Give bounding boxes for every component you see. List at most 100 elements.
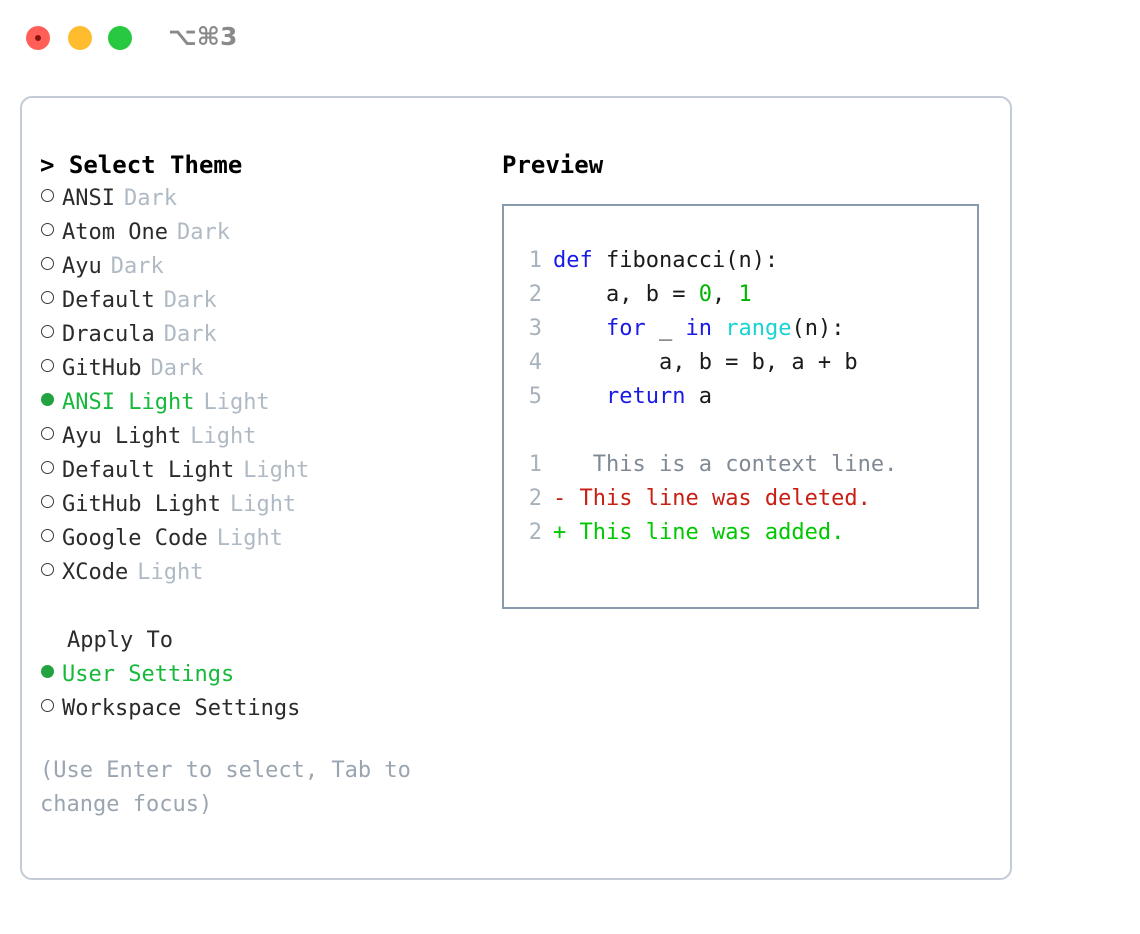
diff-line-number: 1 bbox=[528, 452, 542, 477]
theme-option-name: Google Code bbox=[62, 526, 208, 551]
theme-option[interactable]: Ayu Dark bbox=[40, 250, 500, 284]
theme-option-variant-tag: Dark bbox=[110, 254, 164, 279]
code-token: _ bbox=[645, 316, 686, 341]
apply-to-option-label: User Settings bbox=[62, 662, 235, 687]
code-token: a, b = b, a + b bbox=[553, 350, 858, 375]
diff-line-context: 1 This is a context line. bbox=[520, 448, 977, 482]
code-token bbox=[553, 316, 606, 341]
code-line-text: return a bbox=[553, 380, 712, 414]
code-line-text: for _ in range(n): bbox=[553, 312, 844, 346]
theme-option-variant-tag: Dark bbox=[176, 220, 230, 245]
theme-option[interactable]: Ayu Light Light bbox=[40, 420, 500, 454]
theme-option-variant-tag: Dark bbox=[163, 322, 217, 347]
code-token: a bbox=[685, 384, 712, 409]
code-line-text: a, b = 0, 1 bbox=[553, 278, 752, 312]
theme-option-variant-tag: Light bbox=[203, 390, 270, 415]
theme-option-name: Default bbox=[62, 288, 155, 313]
diff-marker: - bbox=[553, 486, 567, 511]
theme-option[interactable]: Default Light Light bbox=[40, 454, 500, 488]
theme-option-variant-tag: Dark bbox=[150, 356, 204, 381]
code-token: a, b = bbox=[553, 282, 699, 307]
theme-option-variant-tag: Dark bbox=[123, 186, 177, 211]
diff-marker bbox=[553, 448, 566, 482]
code-line: 4 a, b = b, a + b bbox=[520, 346, 977, 380]
theme-option[interactable]: Atom One Dark bbox=[40, 216, 500, 250]
code-token: return bbox=[605, 384, 686, 409]
code-token: def bbox=[553, 248, 593, 273]
code-token: 1 bbox=[738, 282, 752, 307]
title-bar: ⌥⌘3 bbox=[0, 0, 1140, 78]
code-line-number: 5 bbox=[528, 384, 542, 409]
code-line-number: 4 bbox=[528, 350, 542, 375]
apply-to-option-label: Workspace Settings bbox=[62, 696, 301, 721]
code-token: for bbox=[605, 316, 646, 341]
code-line-number: 3 bbox=[528, 316, 542, 341]
theme-option[interactable]: XCode Light bbox=[40, 556, 500, 590]
theme-option[interactable]: ANSI Dark bbox=[40, 182, 500, 216]
code-line-number: 2 bbox=[528, 282, 542, 307]
code-token: (n): bbox=[791, 316, 845, 341]
diff-sample: 1 This is a context line.2- This line wa… bbox=[520, 448, 977, 550]
apply-to-heading: Apply To bbox=[67, 628, 173, 653]
code-token: , bbox=[711, 282, 739, 307]
diff-marker: + bbox=[553, 520, 567, 545]
theme-option-name: ANSI bbox=[62, 186, 115, 211]
theme-option[interactable]: Default Dark bbox=[40, 284, 500, 318]
apply-to-option[interactable]: Workspace Settings bbox=[40, 692, 500, 726]
select-theme-heading: > Select Theme bbox=[40, 151, 243, 179]
code-diff-gap bbox=[520, 414, 977, 448]
code-line-number: 1 bbox=[528, 248, 542, 273]
theme-option-variant-tag: Light bbox=[190, 424, 257, 449]
code-token bbox=[712, 316, 725, 341]
code-line: 2 a, b = 0, 1 bbox=[520, 278, 977, 312]
diff-line-added: 2 + This line was added. bbox=[520, 516, 977, 550]
theme-option-variant-tag: Light bbox=[137, 560, 204, 585]
theme-option-name: Default Light bbox=[62, 458, 235, 483]
theme-option-name: Atom One bbox=[62, 220, 168, 245]
minimize-button[interactable] bbox=[68, 26, 92, 50]
code-line: 3 for _ in range(n): bbox=[520, 312, 977, 346]
list-spacer bbox=[40, 590, 500, 624]
theme-option-variant-tag: Dark bbox=[163, 288, 217, 313]
theme-option-name: Ayu Light bbox=[62, 424, 182, 449]
theme-option[interactable]: GitHub Dark bbox=[40, 352, 500, 386]
theme-option[interactable]: GitHub Light Light bbox=[40, 488, 500, 522]
theme-option[interactable]: Google Code Light bbox=[40, 522, 500, 556]
diff-line-number: 2 bbox=[528, 486, 542, 511]
apply-to-option[interactable]: User Settings bbox=[40, 658, 500, 692]
code-token: in bbox=[685, 316, 712, 341]
theme-option-variant-tag: Light bbox=[229, 492, 297, 517]
theme-option-name: ANSI Light bbox=[62, 390, 195, 415]
keyboard-hint-text: (Use Enter to select, Tab to change focu… bbox=[40, 758, 425, 817]
code-token bbox=[553, 384, 606, 409]
theme-option-name: XCode bbox=[62, 560, 129, 585]
preview-heading: Preview bbox=[502, 151, 604, 179]
code-token: fibonacci(n): bbox=[592, 248, 779, 273]
code-token: 0 bbox=[698, 282, 712, 307]
code-line: 5 return a bbox=[520, 380, 977, 414]
theme-option-name: GitHub Light bbox=[62, 492, 221, 517]
code-token: range bbox=[725, 316, 792, 341]
close-button[interactable] bbox=[26, 26, 50, 50]
theme-option-variant-tag: Light bbox=[243, 458, 310, 483]
theme-option-variant-tag: Light bbox=[216, 526, 283, 551]
diff-line-number: 2 bbox=[528, 520, 542, 545]
theme-option-name: Ayu bbox=[62, 254, 102, 279]
maximize-button[interactable] bbox=[108, 26, 132, 50]
theme-option-name: GitHub bbox=[62, 356, 142, 381]
diff-line-text: This is a context line. bbox=[566, 452, 898, 477]
theme-option[interactable]: ANSI Light Light bbox=[40, 386, 500, 420]
code-line-text: a, b = b, a + b bbox=[553, 346, 858, 380]
diff-line-deleted: 2- This line was deleted. bbox=[520, 482, 977, 516]
diff-line-text: This line was deleted. bbox=[566, 486, 871, 511]
code-line-text: def fibonacci(n): bbox=[553, 244, 778, 278]
diff-line-text: This line was added. bbox=[566, 520, 845, 545]
